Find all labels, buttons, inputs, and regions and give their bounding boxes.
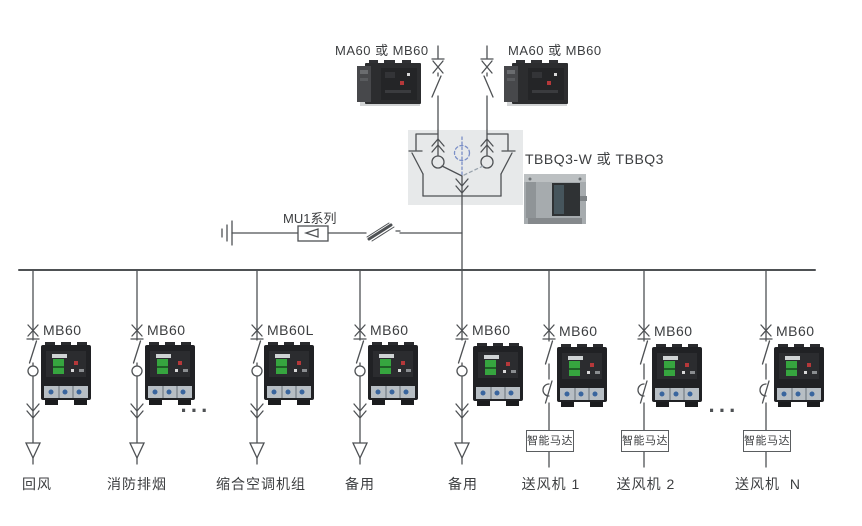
load-label: 消防排烟 (107, 476, 167, 492)
branch-breaker-label: MB60 (43, 322, 82, 338)
incomer-2-label: MA60 或 MB60 (508, 43, 602, 58)
mccb-photo-4 (367, 341, 419, 406)
load-label: 备用 (448, 476, 478, 492)
branch-symbol-huifeng (25, 269, 41, 465)
smart-motor-box: 智能马达 (526, 430, 574, 452)
transfer-switch-label: TBBQ3-W 或 TBBQ3 (525, 151, 664, 167)
load-label: 缩合空调机组 (216, 476, 306, 492)
mccb-photo-7 (651, 343, 703, 408)
branch-breaker-label: MB60 (776, 323, 815, 339)
fused-link-icon (366, 222, 395, 242)
tbbq3-photo (524, 174, 587, 224)
branch-breaker-label: MB60 (559, 323, 598, 339)
ats-actuator-icon (453, 136, 471, 177)
branch-breaker-label: MB60 (654, 323, 693, 339)
branch-symbol-spare2 (454, 269, 470, 465)
mccb-photo-3 (263, 341, 315, 406)
mccb-photo-6 (556, 343, 608, 408)
meter-branch-symbol (221, 220, 463, 246)
load-label: 送风机 N (735, 476, 801, 492)
meter-branch-label: MU1系列 (283, 211, 337, 226)
branch-breaker-label: MB60 (472, 322, 511, 338)
mccb-photo-2 (144, 341, 196, 406)
mccb-photo-8 (773, 343, 825, 408)
mccb-photo-5 (472, 342, 524, 407)
acb-photo-left (356, 59, 422, 107)
branch-breaker-label: MB60 (147, 322, 186, 338)
acb-photo-right (503, 59, 569, 107)
branch-symbol-paiyan (129, 269, 145, 465)
incomer-1-label: MA60 或 MB60 (335, 43, 429, 58)
smart-motor-box: 智能马达 (621, 430, 669, 452)
incomer-1-symbol (431, 45, 445, 141)
ellipsis-left: ··· (180, 398, 212, 423)
load-label: 回风 (22, 476, 52, 492)
load-label: 备用 (345, 476, 375, 492)
smart-motor-box: 智能马达 (743, 430, 791, 452)
branch-symbol-spare1 (352, 269, 368, 465)
load-label: 送风机 1 (521, 476, 581, 492)
branch-breaker-label: MB60L (267, 322, 314, 338)
branch-breaker-label: MB60 (370, 322, 409, 338)
load-label: 送风机 2 (616, 476, 676, 492)
mccb-photo-1 (40, 341, 92, 406)
branch-symbol-ahu (249, 269, 265, 465)
ats-symbol (408, 129, 523, 271)
incomer-2-symbol (480, 45, 494, 141)
ellipsis-right: ··· (708, 398, 740, 423)
